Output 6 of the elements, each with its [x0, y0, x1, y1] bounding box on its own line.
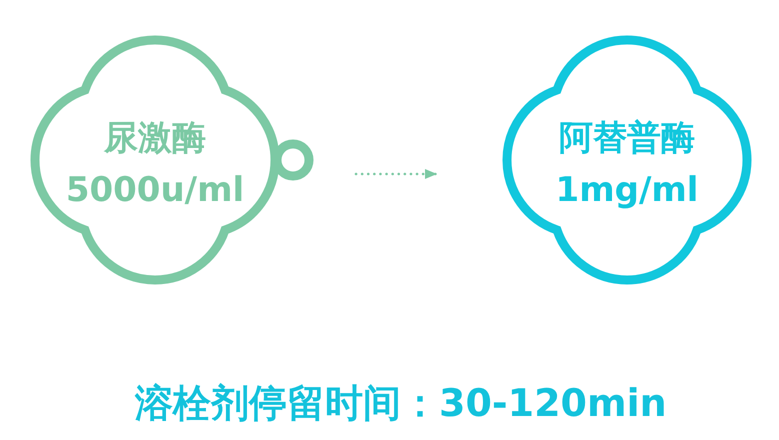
note-text: 溶栓剂停留时间：30-120min: [135, 380, 667, 427]
node-value: 1mg/ml: [554, 170, 700, 210]
arrow: [354, 169, 438, 179]
node-title: 尿激酶: [102, 118, 207, 158]
node-title: 阿替普酶: [558, 118, 696, 158]
node-value: 5000u/ml: [64, 170, 246, 210]
